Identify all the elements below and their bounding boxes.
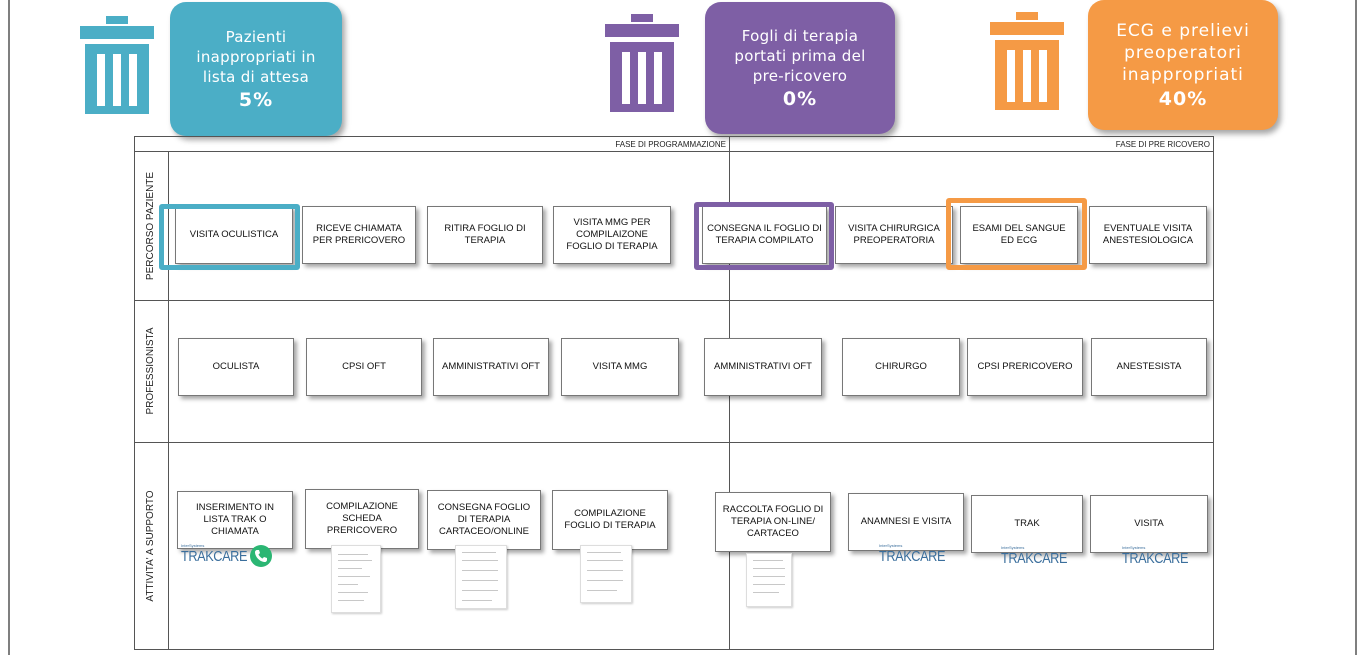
process-box: ANESTESISTA <box>1091 338 1207 396</box>
trakcare-logo: InterSystems TRAKCARE <box>1122 545 1192 571</box>
form-document-icon <box>455 545 507 609</box>
form-document-icon <box>580 545 632 603</box>
process-box: AMMINISTRATIVI OFT <box>433 338 549 396</box>
callout-text: Pazienti inappropriati in lista di attes… <box>196 28 316 86</box>
process-box: RACCOLTA FOGLIO DI TERAPIA ON-LINE/ CART… <box>715 492 831 552</box>
process-box: RICEVE CHIAMATA PER PRERICOVERO <box>302 206 416 264</box>
callout-fogli-terapia: Fogli di terapia portati prima del pre-r… <box>705 2 895 134</box>
highlight-frame-teal <box>159 204 300 270</box>
process-box: VISITA MMG PER COMPILAIZONE FOGLIO DI TE… <box>553 206 671 264</box>
trash-can-icon <box>990 12 1064 110</box>
highlight-frame-orange <box>946 198 1087 270</box>
lane-divider <box>134 442 1214 443</box>
callout-text: Fogli di terapia portati prima del pre-r… <box>734 27 866 85</box>
process-box: COMPILAZIONE FOGLIO DI TERAPIA <box>552 490 668 550</box>
phase-label-programmazione: FASE DI PROGRAMMAZIONE <box>615 140 726 149</box>
logo-brand: InterSystems <box>181 543 205 548</box>
process-box: EVENTUALE VISITA ANESTESIOLOGICA <box>1089 206 1207 264</box>
logo-name: TRAKCARE <box>1001 550 1068 567</box>
swimlane-diagram <box>134 136 1214 650</box>
process-box: CPSI OFT <box>306 338 422 396</box>
logo-brand: InterSystems <box>1001 545 1025 550</box>
logo-name: TRAKCARE <box>879 548 946 565</box>
trash-can-icon <box>80 16 154 114</box>
callout-percentage: 40% <box>1158 88 1208 110</box>
callout-text: ECG e prelievi preoperatori inappropriat… <box>1116 21 1250 85</box>
slide-frame-right <box>1355 0 1357 655</box>
process-box: AMMINISTRATIVI OFT <box>704 338 822 396</box>
process-box: INSERIMENTO IN LISTA TRAK O CHIAMATA <box>177 491 293 549</box>
trakcare-logo: InterSystems TRAKCARE <box>879 543 949 569</box>
trakcare-logo: InterSystems TRAKCARE <box>181 543 251 569</box>
callout-percentage: 0% <box>782 88 818 110</box>
trash-can-icon <box>605 14 679 112</box>
process-box: COMPILAZIONE SCHEDA PRERICOVERO <box>305 489 419 549</box>
process-box: VISITA MMG <box>561 338 679 396</box>
lane-label-professionista: PROFESSIONISTA <box>145 327 156 415</box>
process-box: OCULISTA <box>178 338 294 396</box>
form-document-icon <box>331 545 381 613</box>
phase-label-pre-ricovero: FASE DI PRE RICOVERO <box>1115 140 1210 149</box>
callout-percentage: 5% <box>238 89 274 111</box>
trakcare-logo: InterSystems TRAKCARE <box>1001 545 1071 571</box>
lane-label-percorso: PERCORSO PAZIENTE <box>145 171 156 281</box>
process-box: RITIRA FOGLIO DI TERAPIA <box>427 206 543 264</box>
process-box: CONSEGNA FOGLIO DI TERAPIA CARTACEO/ONLI… <box>427 490 541 550</box>
form-document-icon <box>746 553 792 607</box>
highlight-frame-purple <box>694 202 834 270</box>
process-box: TRAK <box>971 495 1083 553</box>
phone-icon <box>250 545 272 567</box>
process-box: CPSI PRERICOVERO <box>967 338 1083 396</box>
logo-name: TRAKCARE <box>181 548 248 565</box>
process-box: ANAMNESI E VISITA <box>848 493 964 551</box>
phase-header-divider <box>134 151 1214 152</box>
callout-ecg-prelievi: ECG e prelievi preoperatori inappropriat… <box>1088 0 1278 130</box>
lane-label-divider <box>168 151 169 650</box>
logo-name: TRAKCARE <box>1122 550 1189 567</box>
process-box: VISITA CHIRURGICA PREOPERATORIA <box>835 206 953 264</box>
logo-brand: InterSystems <box>879 543 903 548</box>
callout-pazienti-inappropriati: Pazienti inappropriati in lista di attes… <box>170 2 342 136</box>
slide-frame-left <box>8 0 10 655</box>
process-box: VISITA OCULISTICA <box>175 206 293 264</box>
logo-brand: InterSystems <box>1122 545 1146 550</box>
process-box: CHIRURGO <box>842 338 960 396</box>
process-box: CONSEGNA IL FOGLIO DI TERAPIA COMPILATO <box>702 206 827 264</box>
process-box: ESAMI DEL SANGUE ED ECG <box>960 206 1078 264</box>
lane-divider <box>134 300 1214 301</box>
process-box: VISITA <box>1090 495 1208 553</box>
lane-label-supporto: ATTIVITA' A SUPPORTO <box>145 490 156 602</box>
